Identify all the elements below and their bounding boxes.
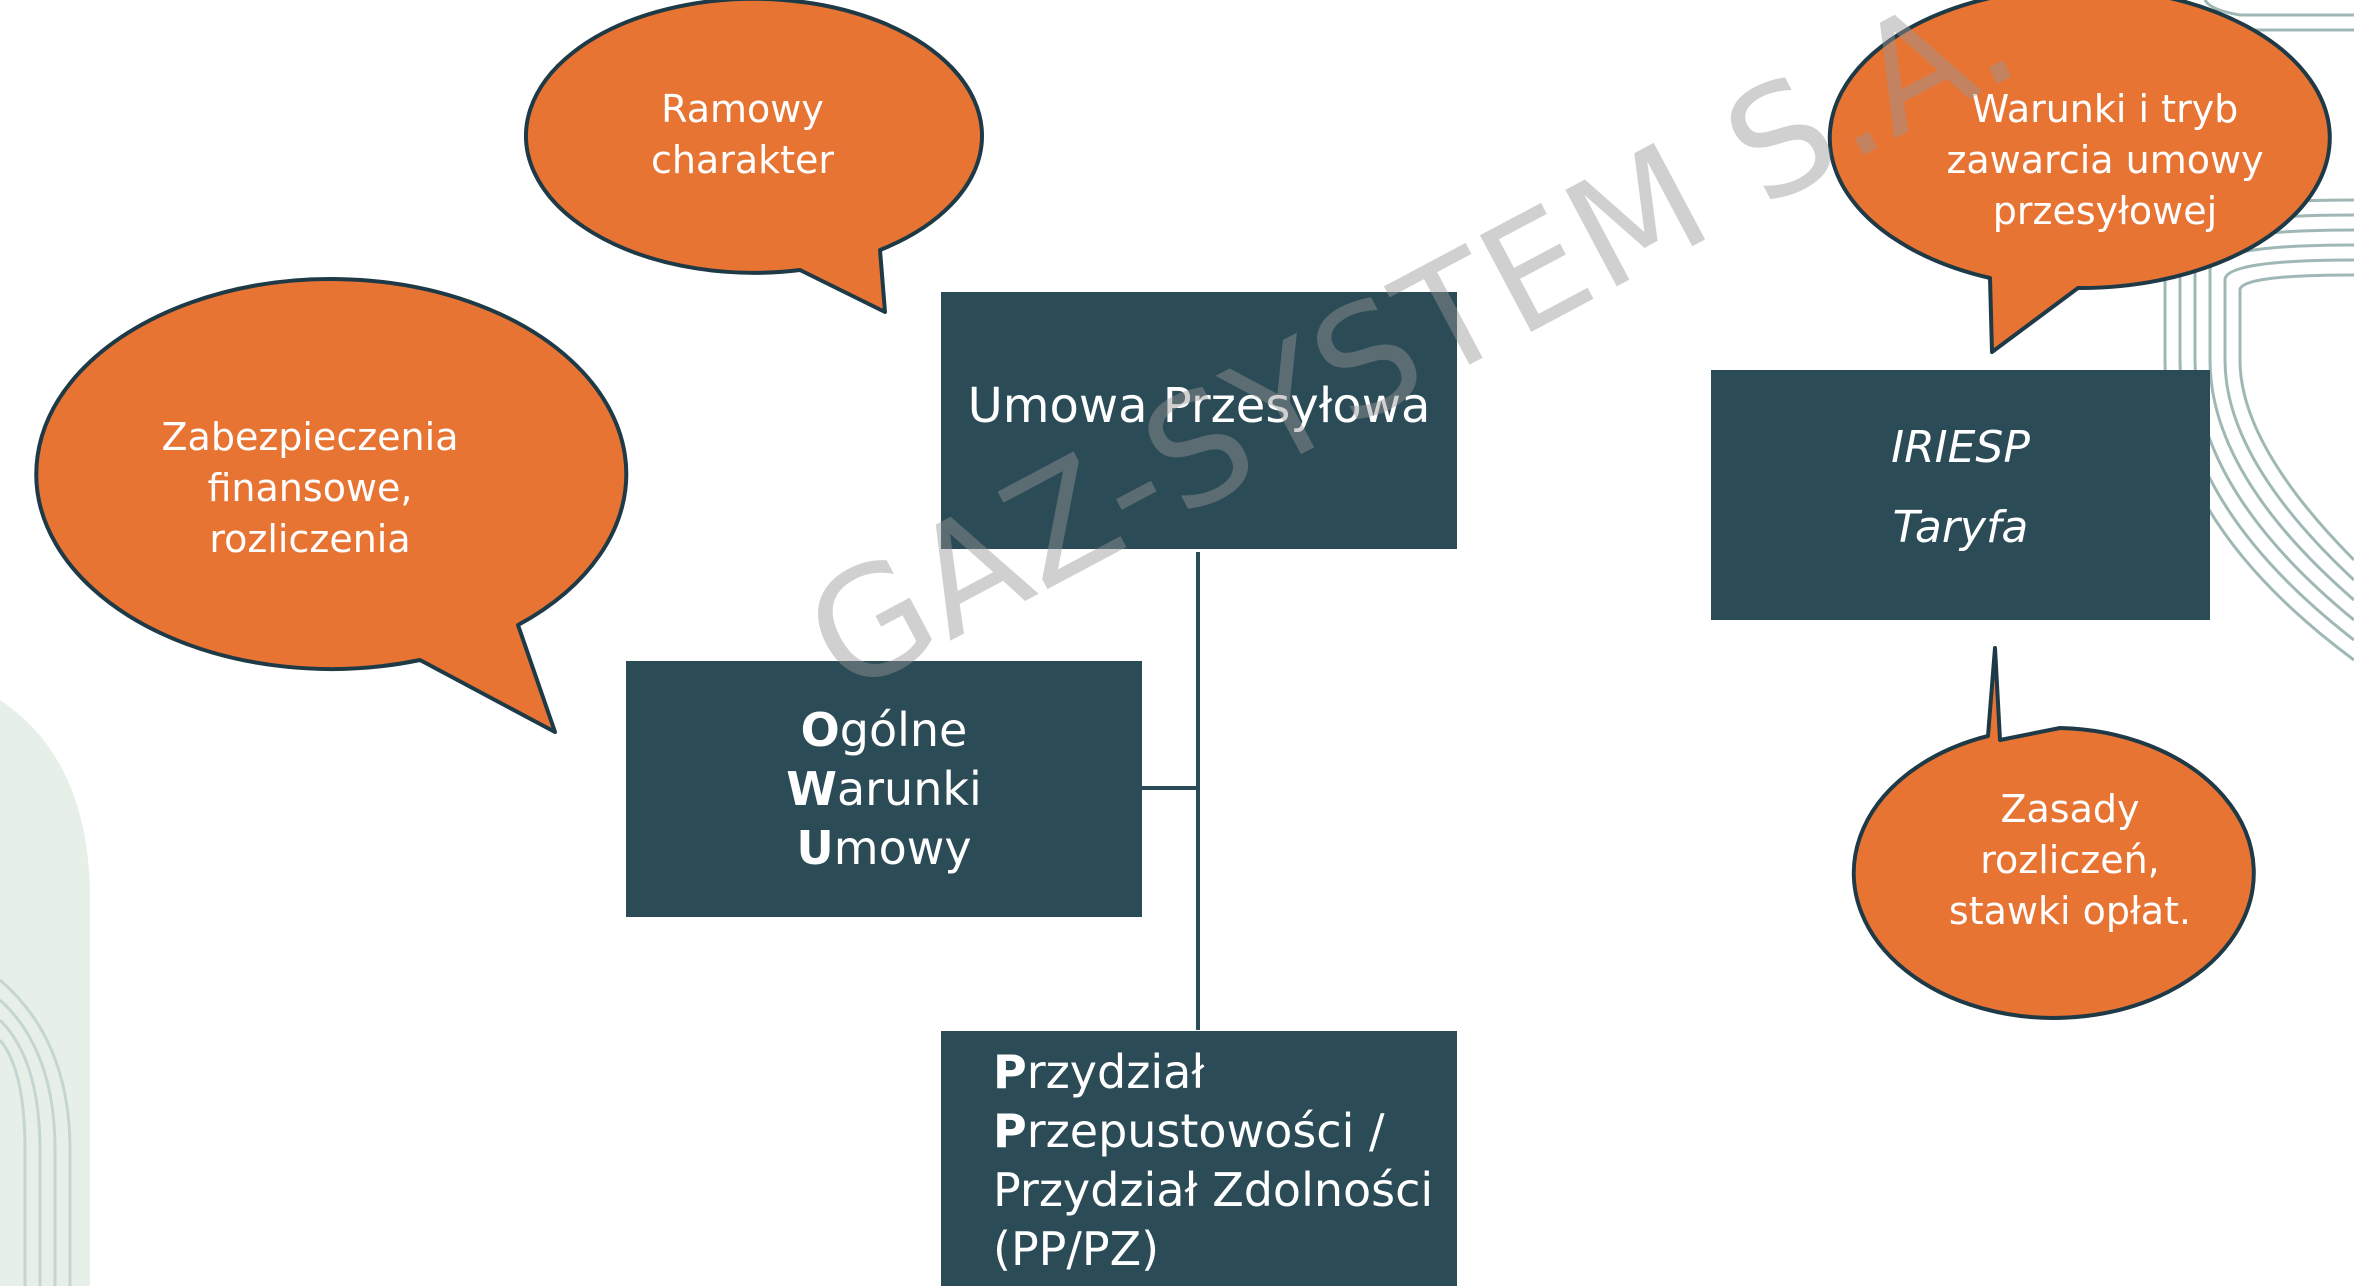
- bubble-zabezpieczenia-line3: rozliczenia: [209, 516, 411, 561]
- pp-line-2: Przepustowości /: [993, 1102, 1385, 1161]
- bubble-shapes: [34, 0, 2332, 1020]
- bubble-zabezpieczenia: Zabezpieczenia finansowe, rozliczenia: [120, 408, 500, 568]
- bubble-zasady-line2: rozliczeń,: [1980, 837, 2160, 882]
- left-arch-lines: [0, 978, 72, 1286]
- pp-rest-1: rzydział: [1026, 1045, 1205, 1099]
- bubble-ramowy-line1: Ramowy: [661, 87, 824, 131]
- owu-initial-2: W: [786, 761, 837, 816]
- owu-line-1: Ogólne: [801, 701, 968, 760]
- bubble-warunki-line1: Warunki i tryb: [1971, 86, 2239, 131]
- left-arch-shape: [0, 700, 90, 1286]
- taryfa-label: Taryfa: [1892, 502, 2029, 553]
- owu-rest-1: gólne: [839, 702, 968, 757]
- bubble-zabezpieczenia-line2: finansowe,: [207, 465, 413, 510]
- bubble-warunki: Warunki i tryb zawarcia umowy przesyłowe…: [1900, 80, 2310, 240]
- umowa-przesylowa-label: Umowa Przesyłowa: [967, 377, 1431, 434]
- bubble-zabezpieczenia-shape: [34, 277, 629, 734]
- owu-box: Ogólne Warunki Umowy: [626, 661, 1142, 917]
- owu-line-2: Warunki: [786, 760, 982, 819]
- bubble-ramowy-line2: charakter: [650, 138, 835, 182]
- pp-pz-box: Przydział Przepustowości / Przydział Zdo…: [941, 1031, 1457, 1286]
- umowa-przesylowa-box: Umowa Przesyłowa: [941, 292, 1457, 549]
- pp-line-3: Przydział Zdolności: [993, 1163, 1434, 1217]
- bubble-zasady: Zasady rozliczeń, stawki opłat.: [1920, 780, 2220, 940]
- bubble-zabezpieczenia-line1: Zabezpieczenia: [161, 414, 459, 459]
- pp-line-4: (PP/PZ): [993, 1222, 1160, 1276]
- bubble-warunki-line3: przesyłowej: [1992, 188, 2218, 233]
- bubble-zasady-shape: [1851, 646, 2256, 1020]
- connector-lines: [1142, 552, 1200, 1030]
- owu-line-3: Umowy: [796, 819, 971, 878]
- owu-rest-2: arunki: [836, 761, 982, 816]
- iriesp-label: IRIESP: [1891, 422, 2030, 473]
- iriesp-taryfa-box: IRIESP Taryfa: [1711, 370, 2210, 620]
- bubble-ramowy: Ramowy charakter: [600, 80, 885, 190]
- pp-initial-1: P: [993, 1045, 1027, 1099]
- bubble-warunki-shape: [1827, 0, 2332, 354]
- bubble-zasady-line3: stawki opłat.: [1948, 888, 2192, 933]
- bubble-warunki-line2: zawarcia umowy: [1946, 137, 2264, 182]
- bubble-zasady-line1: Zasady: [2000, 786, 2140, 831]
- owu-initial-1: O: [800, 702, 840, 757]
- bubble-ramowy-shape: [524, 0, 985, 314]
- pp-line-1: Przydział: [993, 1043, 1204, 1102]
- owu-rest-3: mowy: [833, 820, 972, 875]
- pp-rest-2: rzepustowości /: [1026, 1104, 1385, 1158]
- owu-initial-3: U: [796, 820, 834, 875]
- pp-initial-2: P: [993, 1104, 1027, 1158]
